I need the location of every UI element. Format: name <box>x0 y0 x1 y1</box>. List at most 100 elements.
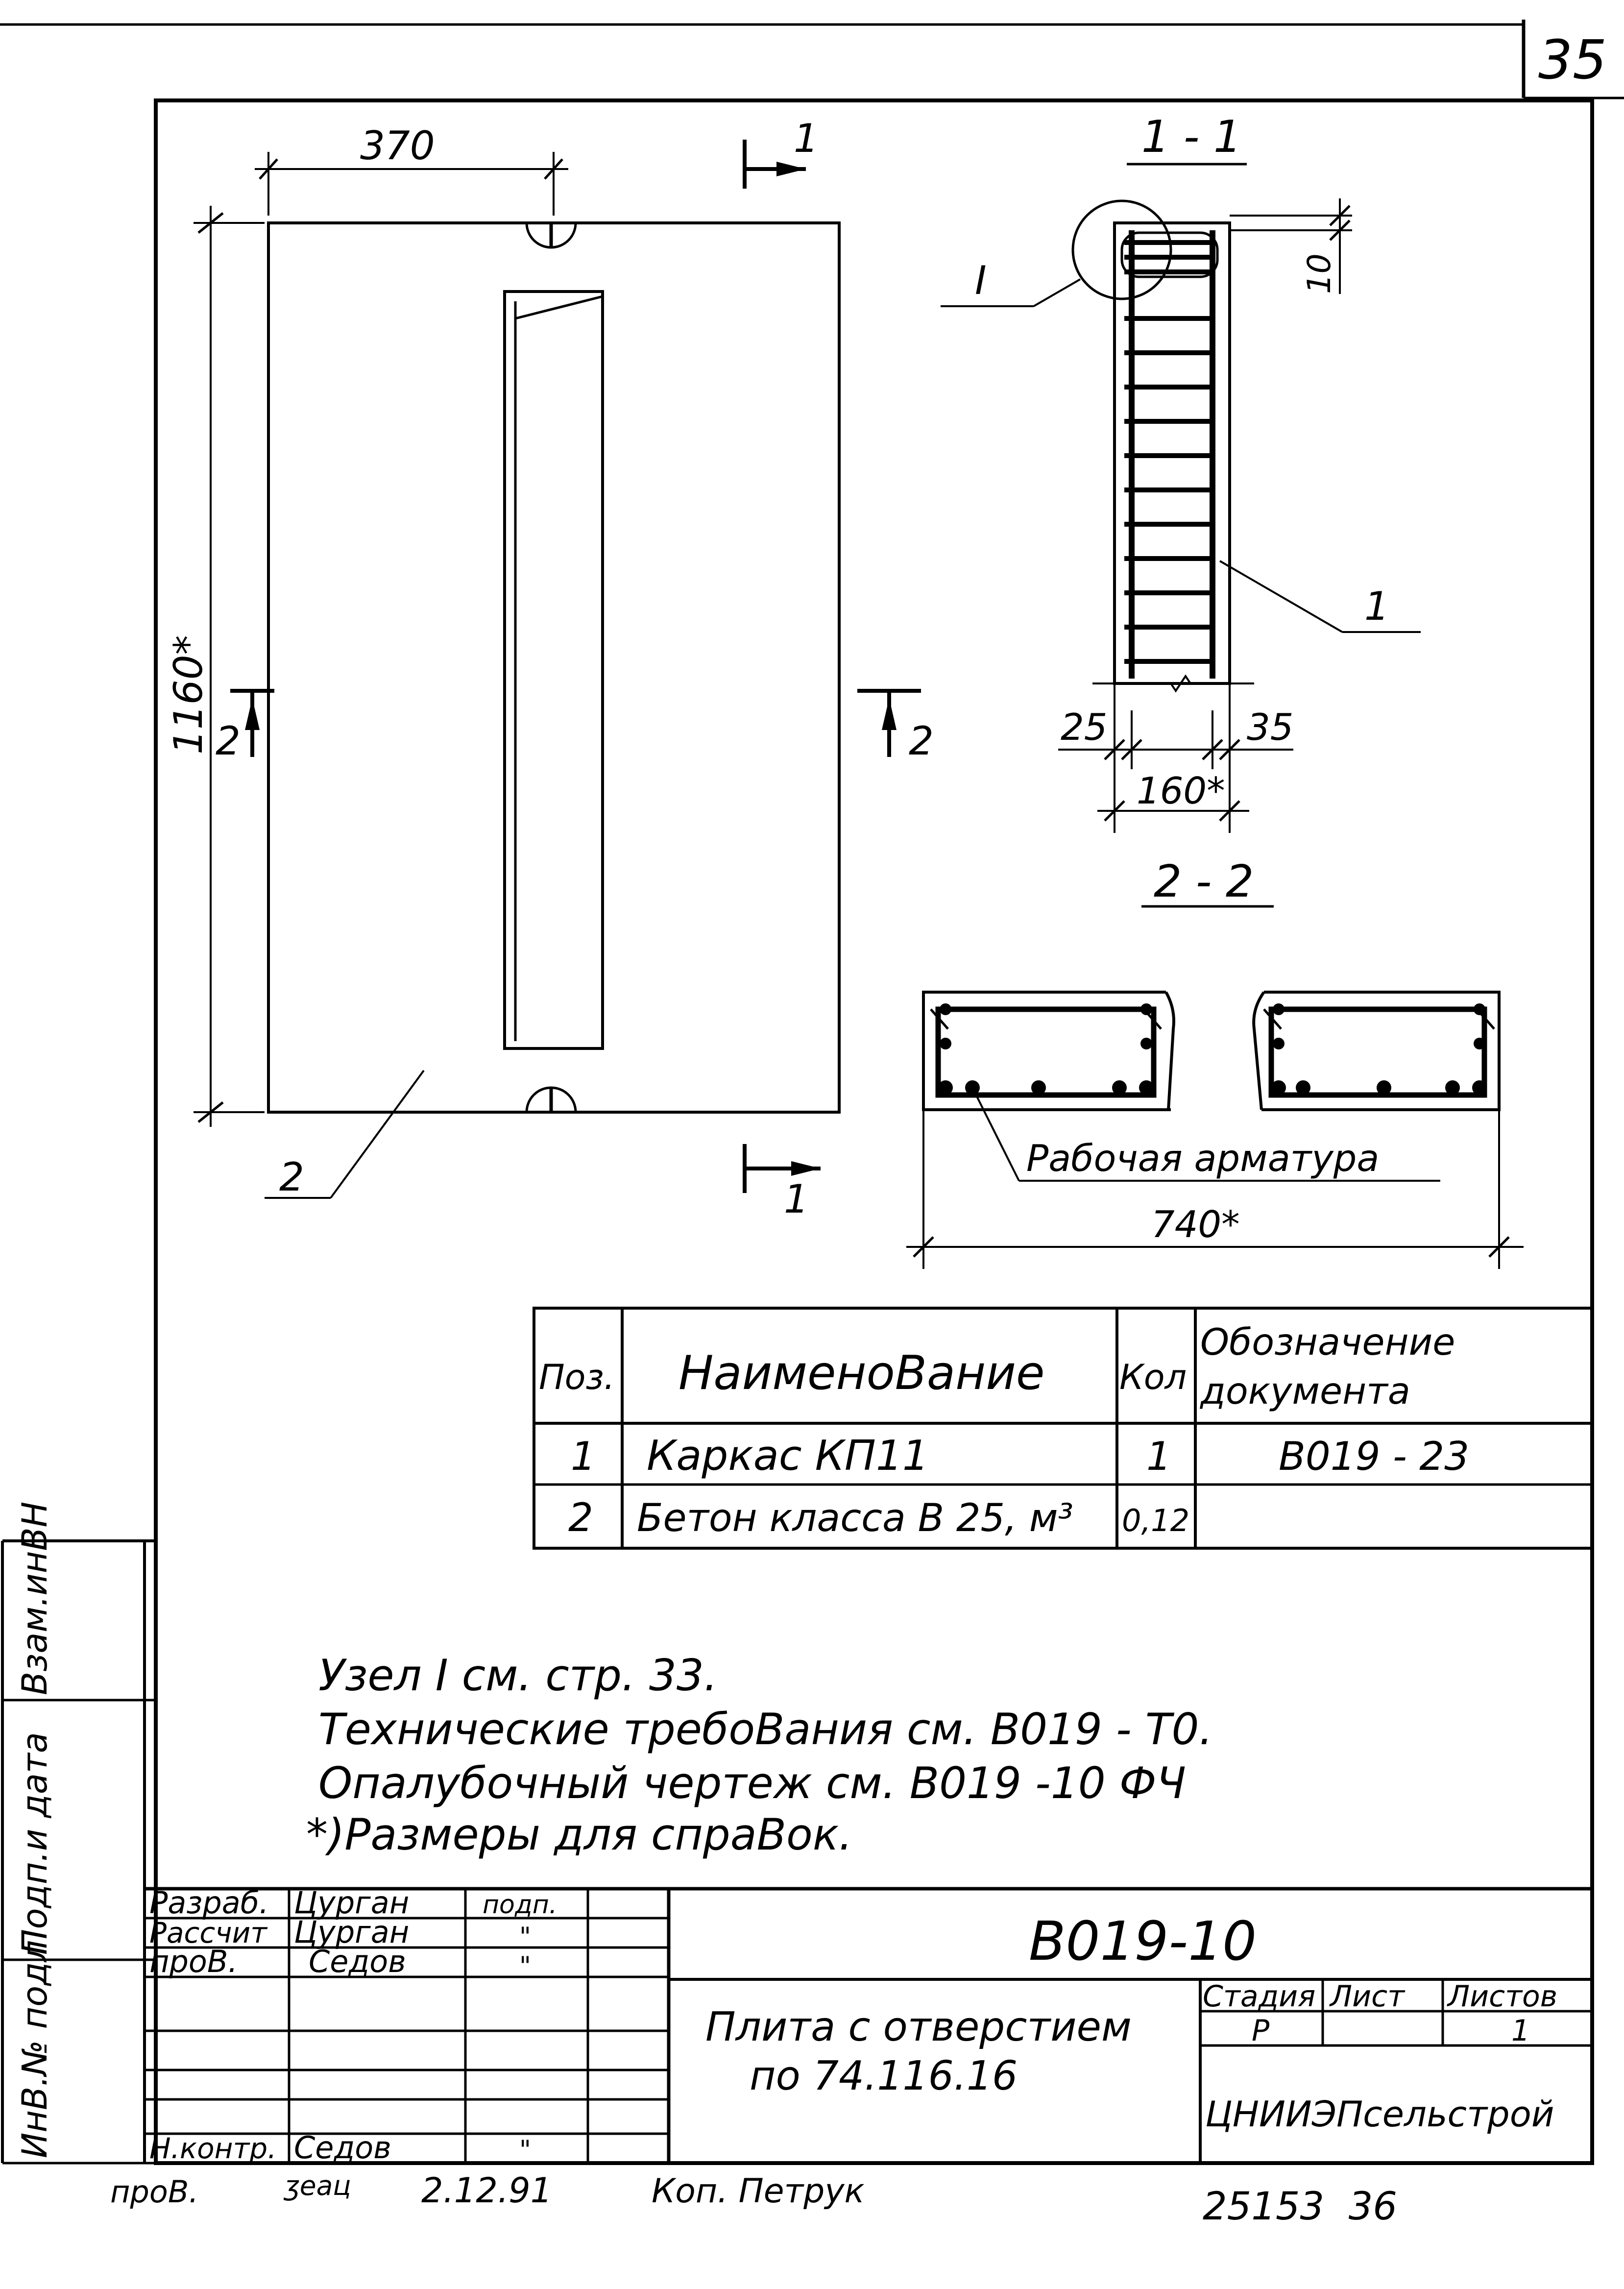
section-1-arrow-top <box>776 162 806 176</box>
section-2-2-dim-width: 740* <box>1151 1203 1240 1246</box>
sheet-header: Лист <box>1329 1979 1406 2014</box>
table-row: 1 Каркас КП11 1 В019 - 23 <box>571 1432 1469 1480</box>
plan-callout-2: 2 <box>279 1154 304 1200</box>
note-4: *)Размеры для спраВок. <box>306 1809 852 1860</box>
section-1-1-node-label: I <box>975 258 987 303</box>
section-1-label-top: 1 <box>794 116 819 161</box>
spec-row-1-doc: В019 - 23 <box>1279 1434 1469 1479</box>
signature-sign: " <box>519 2135 531 2165</box>
note-2: Технические требоВания см. В019 - Т0. <box>318 1704 1212 1754</box>
stage-header: Стадия <box>1203 1979 1315 2014</box>
signature-row: проВ. Седов " <box>149 1944 531 1981</box>
spec-header-doc-2: документа <box>1199 1369 1410 1412</box>
rebar-dot <box>1139 1080 1154 1095</box>
note-3: Опалубочный чертеж см. В019 -10 ФЧ <box>318 1758 1186 1808</box>
rebar-dot <box>1273 1038 1285 1049</box>
spec-header-qty: Кол <box>1119 1357 1187 1397</box>
section-1-1: 1 - 1 I 10 1 <box>941 111 1421 833</box>
rebar-dot <box>1031 1080 1046 1095</box>
spec-table: Поз. НаименоВание Кол Обозначение докуме… <box>533 1307 1594 1550</box>
spec-header-pos: Поз. <box>539 1357 615 1397</box>
footer-copy: Коп. Петрук <box>652 2172 865 2211</box>
section-2-label-left: 2 <box>216 718 241 764</box>
footer: проВ. ʒeaц 2.12.91 Коп. Петрук 25153 36 <box>110 2170 1397 2229</box>
rebar-dot <box>1296 1080 1310 1095</box>
signature-sign: " <box>519 1951 531 1981</box>
signature-name: Седов <box>309 1944 406 1979</box>
signature-role: Разраб. <box>149 1885 269 1921</box>
section-2-2: 2 - 2 Рабочая арматура <box>906 856 1524 1269</box>
signature-row: Н.контр. Седов " <box>149 2130 531 2166</box>
rebar-dot <box>1474 1003 1485 1015</box>
rebar-dot <box>965 1080 980 1095</box>
signature-sign: " <box>519 1922 531 1951</box>
spec-row-2-pos: 2 <box>568 1495 593 1540</box>
rebar-dot <box>940 1003 951 1015</box>
section-1-1-callout-1: 1 <box>1364 584 1389 629</box>
footer-date: 2.12.91 <box>421 2170 552 2211</box>
notes: Узел I см. стр. 33. Технические требоВан… <box>306 1650 1212 1860</box>
section-1-1-title: 1 - 1 <box>1141 111 1241 163</box>
footer-check-label: проВ. <box>110 2174 198 2210</box>
rebar-dot <box>1377 1080 1391 1095</box>
stage-value: Р <box>1252 2014 1270 2048</box>
rebar-dot <box>1271 1080 1286 1095</box>
section-1-1-dim-right: 35 <box>1247 706 1293 749</box>
spec-row-1-qty: 1 <box>1146 1434 1171 1479</box>
section-1-1-dim-top: 10 <box>1301 253 1338 294</box>
side-stamp-inv-podl: ИнВ.№ подл <box>15 1940 55 2158</box>
signature-header-sign: подп. <box>483 1890 557 1920</box>
section-1-1-dim-width: 160* <box>1137 769 1225 812</box>
spec-header-name: НаименоВание <box>679 1346 1044 1400</box>
rebar-dot <box>1445 1080 1460 1095</box>
signature-role: Рассчит <box>149 1916 268 1949</box>
spec-header-doc-1: Обозначение <box>1200 1320 1455 1364</box>
document-title-line-1: Плита с отверстием <box>705 2004 1132 2050</box>
footer-archive-number: 25153 36 <box>1203 2185 1397 2229</box>
title-block: подп. Разраб. Цурган Рассчит Цурган " пр… <box>145 1885 1592 2166</box>
side-stamp-vzam-inv: Взам.инВН <box>15 1502 55 1695</box>
rebar-dot <box>1474 1038 1485 1049</box>
section-2-2-title: 2 - 2 <box>1154 856 1254 907</box>
rebar-dot <box>1140 1003 1152 1015</box>
note-1: Узел I см. стр. 33. <box>318 1650 718 1701</box>
spec-row-1-name: Каркас КП11 <box>647 1432 929 1480</box>
section-2-arrow-right <box>882 698 897 730</box>
rebar-dot <box>1472 1080 1487 1095</box>
sheets-value: 1 <box>1511 2014 1530 2048</box>
section-2-2-rebar-label: Рабочая арматура <box>1026 1137 1379 1180</box>
section-2-label-right: 2 <box>909 718 934 764</box>
footer-signature: ʒeaц <box>283 2170 351 2201</box>
rebar-dot <box>1140 1038 1152 1049</box>
signature-row: Разраб. Цурган <box>149 1885 409 1921</box>
spec-row-2-qty: 0,12 <box>1122 1503 1189 1538</box>
plan-dim-height: 1160* <box>166 635 211 755</box>
side-stamp-podp-data: Подп.и дата <box>15 1732 55 1955</box>
signature-role: проВ. <box>149 1944 238 1979</box>
document-title-line-2: по 74.116.16 <box>750 2053 1018 2099</box>
section-1-label-bottom: 1 <box>784 1176 809 1222</box>
plan-view: 370 1160* 1 1 2 2 2 <box>166 116 934 1222</box>
signature-name: Цурган <box>294 1914 409 1950</box>
spec-row-1-pos: 1 <box>571 1434 596 1479</box>
spec-row-2-name: Бетон класса В 25, м³ <box>637 1496 1073 1540</box>
plan-dim-width: 370 <box>360 123 435 169</box>
page-number: 35 <box>1538 28 1607 91</box>
section-2-arrow-left <box>245 698 260 730</box>
section-1-1-dim-left: 25 <box>1061 706 1107 749</box>
rebar-dot <box>1112 1080 1127 1095</box>
sheet-frame: 35 <box>0 20 1624 2165</box>
side-stamp: Взам.инВН Подп.и дата ИнВ.№ подл <box>1 1502 156 2165</box>
section-1-arrow-bottom <box>791 1161 821 1176</box>
document-code: B019-10 <box>1029 1910 1257 1972</box>
rebar-dot <box>938 1080 953 1095</box>
organization-name: ЦНИИЭПсельстрой <box>1205 2094 1554 2135</box>
signature-name: Седов <box>294 2130 391 2166</box>
signature-name: Цурган <box>294 1885 409 1921</box>
sheets-header: Листов <box>1447 1979 1557 2014</box>
signature-row: Рассчит Цурган " <box>149 1914 531 1951</box>
rebar-dot <box>1273 1003 1285 1015</box>
signature-role: Н.контр. <box>149 2132 277 2165</box>
table-row: 2 Бетон класса В 25, м³ 0,12 <box>568 1495 1189 1540</box>
